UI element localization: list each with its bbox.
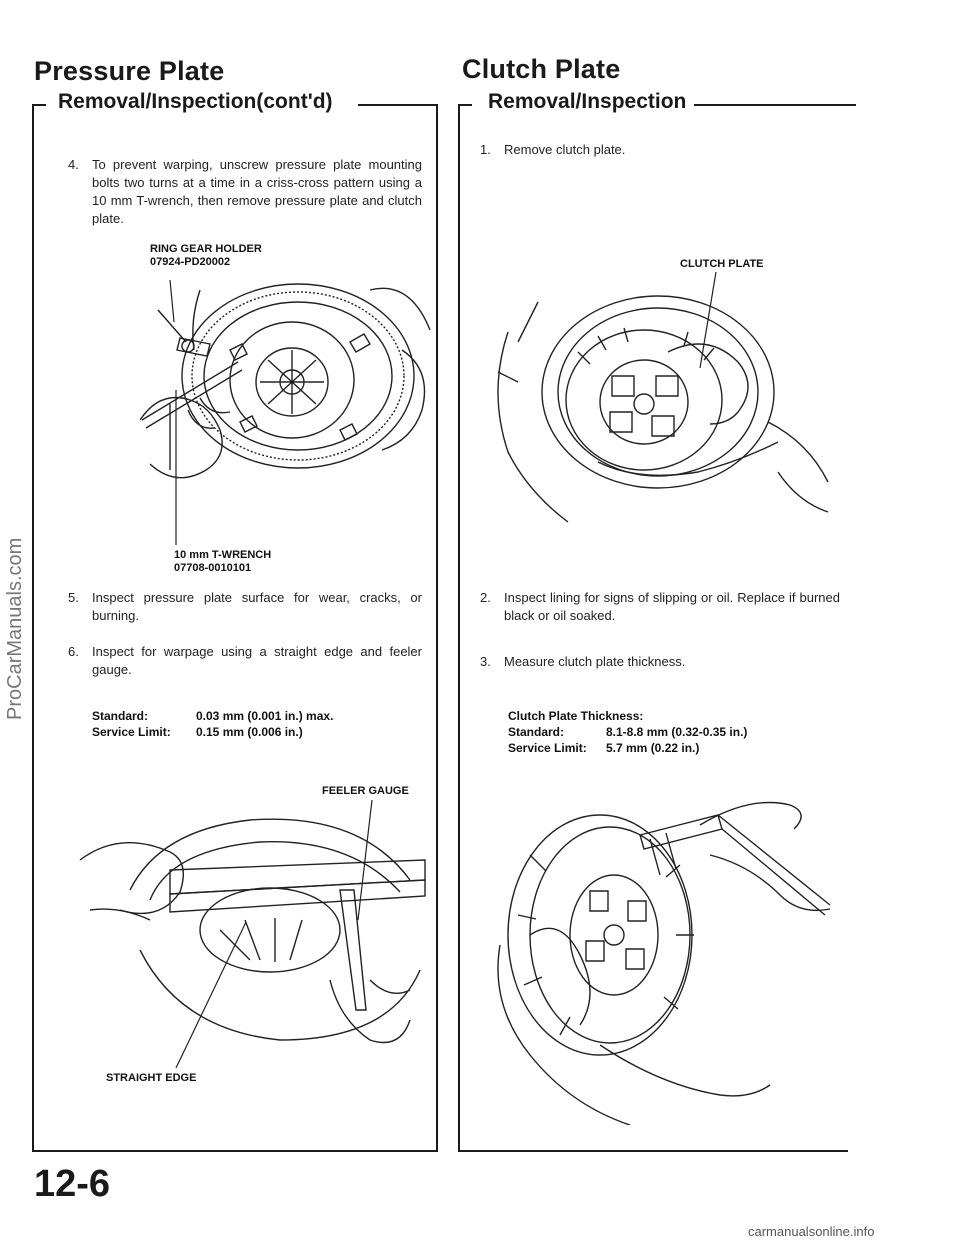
callout-label: RING GEAR HOLDER: [150, 243, 262, 255]
figure-warpage-check: [70, 800, 430, 1070]
step-4: 4. To prevent warping, unscrew pressure …: [68, 156, 422, 232]
step-1: 1. Remove clutch plate.: [480, 141, 840, 161]
step-text: Inspect pressure plate surface for wear,…: [92, 590, 422, 623]
spec-limit-value: 0.15 mm (0.006 in.): [196, 725, 303, 739]
page-title-right: Clutch Plate: [462, 54, 621, 84]
spec-limit-label: Service Limit:: [508, 741, 587, 755]
step-number: 6.: [68, 644, 79, 659]
section-subtitle-right: Removal/Inspection: [488, 90, 687, 113]
frame-right-side: [458, 104, 460, 1152]
step-number: 1.: [480, 142, 491, 157]
frame-left-side: [32, 104, 34, 1152]
callout-ring-gear-holder: RING GEAR HOLDER 07924-PD20002: [150, 243, 262, 269]
section-subtitle-left: Removal/Inspection(cont'd): [58, 90, 333, 113]
callout-label: 10 mm T-WRENCH: [174, 549, 272, 561]
callout-t-wrench: 10 mm T-WRENCH 07708-0010101: [174, 549, 271, 575]
callout-feeler-gauge: FEELER GAUGE: [322, 785, 409, 797]
step-text: To prevent warping, unscrew pressure pla…: [92, 157, 422, 226]
step-5: 5. Inspect pressure plate surface for we…: [68, 589, 422, 627]
step-text: Remove clutch plate.: [504, 142, 626, 157]
step-6: 6. Inspect for warpage using a straight …: [68, 643, 422, 681]
figure-clutch-plate-removal: [478, 272, 838, 534]
part-number: 07708-0010101: [174, 562, 252, 574]
side-watermark: ProCarManuals.com: [4, 537, 26, 720]
spec-standard-value: 8.1-8.8 mm (0.32-0.35 in.): [606, 725, 748, 739]
section-rule-right-end: [694, 104, 856, 106]
step-2: 2. Inspect lining for signs of slipping …: [480, 589, 840, 627]
spec-limit-label: Service Limit:: [92, 725, 171, 739]
step-number: 3.: [480, 654, 491, 669]
spec-standard-value: 0.03 mm (0.001 in.) max.: [196, 709, 334, 723]
callout-clutch-plate: CLUTCH PLATE: [680, 258, 764, 270]
spec-limit-value: 5.7 mm (0.22 in.): [606, 741, 700, 755]
step-number: 4.: [68, 157, 79, 172]
figure-pressure-plate-removal: [140, 270, 440, 545]
step-text: Inspect for warpage using a straight edg…: [92, 644, 422, 677]
footer-watermark: carmanualsonline.info: [748, 1224, 875, 1239]
step-text: Measure clutch plate thickness.: [504, 654, 686, 669]
section-rule-left-start: [32, 104, 46, 106]
spec-standard-label: Standard:: [92, 709, 149, 723]
spec-standard-label: Standard:: [508, 725, 565, 739]
frame-right-bottom: [458, 1150, 848, 1152]
step-number: 2.: [480, 590, 491, 605]
spec-heading: Clutch Plate Thickness:: [508, 709, 644, 723]
spec-clutch-plate-thickness: Clutch Plate Thickness: Standard: 8.1-8.8…: [508, 708, 747, 756]
page-number: 12-6: [34, 1163, 111, 1205]
section-rule-right-start: [458, 104, 472, 106]
part-number: 07924-PD20002: [150, 256, 231, 268]
page-title-left: Pressure Plate: [34, 56, 225, 86]
section-rule-left-end: [358, 104, 438, 106]
frame-left-bottom: [32, 1150, 438, 1152]
step-3: 3. Measure clutch plate thickness.: [480, 653, 840, 673]
frame-left-right-side: [436, 104, 438, 1152]
figure-clutch-plate-measure: [490, 795, 835, 1125]
spec-pressure-plate-warpage: Standard: 0.03 mm (0.001 in.) max. Servic…: [92, 708, 333, 740]
callout-straight-edge: STRAIGHT EDGE: [106, 1072, 197, 1084]
step-number: 5.: [68, 590, 79, 605]
step-text: Inspect lining for signs of slipping or …: [504, 590, 840, 623]
